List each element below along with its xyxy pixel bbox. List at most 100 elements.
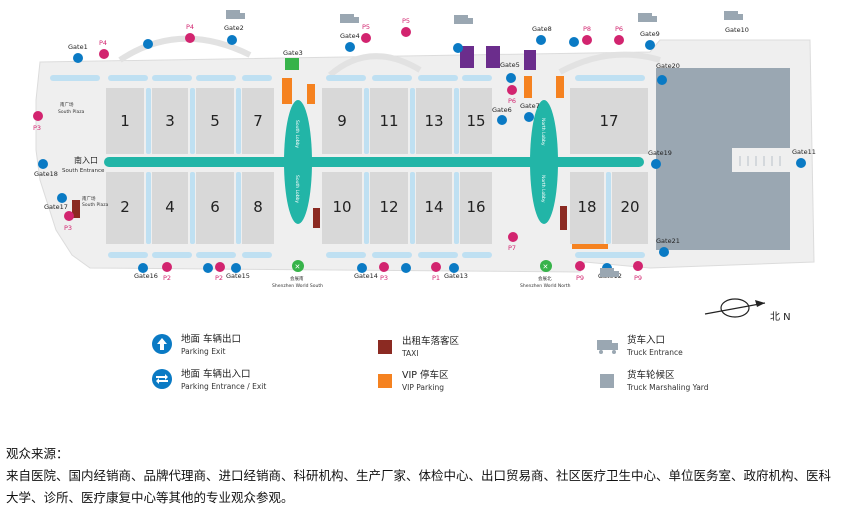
gate-13-label: Gate13 bbox=[444, 272, 468, 280]
truck-icon bbox=[597, 340, 618, 354]
p3b-icon bbox=[33, 111, 43, 121]
gate-20-label: Gate20 bbox=[656, 62, 680, 70]
truck-icon bbox=[454, 15, 468, 24]
hall-6: 6 bbox=[210, 198, 220, 216]
hall-10-box bbox=[322, 172, 362, 244]
p8-label: P8 bbox=[583, 25, 591, 33]
road-curve bbox=[118, 35, 252, 63]
gate-21-icon bbox=[659, 247, 669, 257]
gate-14-icon bbox=[357, 263, 367, 273]
metro-north-en: Shenzhen World North bbox=[520, 283, 571, 289]
taxi-area bbox=[72, 200, 80, 218]
gate-18-icon bbox=[38, 159, 48, 169]
truck-icon bbox=[724, 11, 738, 20]
north-lobby-shape bbox=[530, 100, 558, 224]
gate3-green-box bbox=[285, 58, 299, 70]
metro-north-cn: 会展北 bbox=[538, 275, 552, 282]
south-lobby-label-bottom: South Lobby bbox=[294, 175, 300, 203]
p2-label: P2 bbox=[163, 274, 171, 282]
legend-truck-entrance-cn: 货车入口 bbox=[627, 335, 666, 346]
central-corridor bbox=[104, 157, 644, 167]
p9b-icon bbox=[633, 261, 643, 271]
hall-14-box bbox=[416, 172, 452, 244]
hall-16: 16 bbox=[466, 198, 485, 216]
hall-2: 2 bbox=[120, 198, 130, 216]
hall-5: 5 bbox=[210, 112, 220, 130]
p1-label: P1 bbox=[432, 274, 440, 282]
parking-exit-icon bbox=[453, 43, 463, 53]
south-lobby-shape bbox=[284, 100, 312, 224]
compass: 北 N bbox=[704, 298, 791, 323]
halls bbox=[106, 88, 648, 244]
p4-label: P4 bbox=[99, 39, 107, 47]
p8-icon bbox=[582, 35, 592, 45]
gate-6-icon bbox=[497, 115, 507, 125]
truck-icons bbox=[226, 10, 743, 277]
hall-4: 4 bbox=[165, 198, 175, 216]
p1-icon bbox=[431, 262, 441, 272]
vip-parking-area bbox=[524, 76, 532, 98]
parking-exit-icon bbox=[203, 263, 213, 273]
south-plaza-en-bottom: South Plaza bbox=[82, 202, 109, 208]
gate-17-label: Gate17 bbox=[44, 203, 68, 211]
yard-parking-lines bbox=[739, 156, 781, 166]
truck-yard-swatch bbox=[600, 374, 614, 388]
gate-6-label: Gate6 bbox=[492, 106, 512, 114]
gate-15-label: Gate15 bbox=[226, 272, 250, 280]
p5b-icon bbox=[401, 27, 411, 37]
gate-7-icon bbox=[524, 112, 534, 122]
truck-icon bbox=[226, 10, 240, 19]
hall-14: 14 bbox=[424, 198, 443, 216]
parking-exit-icon bbox=[401, 263, 411, 273]
hall-11-box bbox=[370, 88, 408, 154]
truck-icon bbox=[340, 14, 354, 23]
gate-19-icon bbox=[651, 159, 661, 169]
p9b-label: P9 bbox=[634, 274, 642, 282]
gate-13-icon bbox=[449, 263, 459, 273]
p3b-label: P3 bbox=[33, 124, 41, 132]
p2-icon bbox=[162, 262, 172, 272]
hall-9-box bbox=[322, 88, 362, 154]
gate-16-label: Gate16 bbox=[134, 272, 158, 280]
gate-19-label: Gate19 bbox=[648, 149, 672, 157]
purple-building bbox=[486, 46, 500, 68]
p6-icon bbox=[507, 85, 517, 95]
passages-bottom bbox=[108, 252, 645, 258]
p5-icon bbox=[361, 33, 371, 43]
hall-1: 1 bbox=[120, 112, 130, 130]
hall-13: 13 bbox=[424, 112, 443, 130]
south-entrance-en: South Entrance bbox=[62, 168, 105, 174]
p5b-label: P5 bbox=[402, 17, 410, 25]
hall-7: 7 bbox=[253, 112, 263, 130]
hall-17-box bbox=[570, 88, 648, 154]
gate-20-icon bbox=[657, 75, 667, 85]
gate-3-label: Gate3 bbox=[283, 49, 303, 57]
hall-20-box bbox=[612, 172, 648, 244]
legend-vip-en: VIP Parking bbox=[402, 383, 445, 392]
hall-15-box bbox=[460, 88, 492, 154]
p3c-icon bbox=[64, 211, 74, 221]
vip-parking-area bbox=[556, 76, 564, 98]
gate-1-icon bbox=[73, 53, 83, 63]
hall-16-box bbox=[460, 172, 492, 244]
gate-1-label: Gate1 bbox=[68, 43, 88, 51]
legend-vip-cn: VIP 停车区 bbox=[402, 370, 449, 381]
taxi-area bbox=[560, 206, 567, 230]
hall-18-box bbox=[570, 172, 604, 244]
gate-5-icon bbox=[506, 73, 516, 83]
parking-exit-icon bbox=[569, 37, 579, 47]
north-lobby-label-bottom: North Lobby bbox=[540, 175, 546, 203]
south-plaza-cn-top: 南广场 bbox=[60, 101, 74, 108]
south-lobby-label-top: South Lobby bbox=[294, 120, 300, 148]
hall-12: 12 bbox=[379, 198, 398, 216]
road-curve bbox=[328, 53, 422, 78]
hall-11: 11 bbox=[379, 112, 398, 130]
gate-2-label: Gate2 bbox=[224, 24, 244, 32]
purple-building bbox=[460, 46, 474, 68]
audience-source-body: 来自医院、国内经销商、品牌代理商、进口经销商、科研机构、生产厂家、体检中心、出口… bbox=[6, 468, 832, 505]
hall-10: 10 bbox=[332, 198, 351, 216]
svg-text:✕: ✕ bbox=[543, 263, 549, 271]
legend-truck-yard-en: Truck Marshaling Yard bbox=[627, 383, 709, 392]
hall-6-box bbox=[196, 172, 234, 244]
p4b-icon bbox=[185, 33, 195, 43]
